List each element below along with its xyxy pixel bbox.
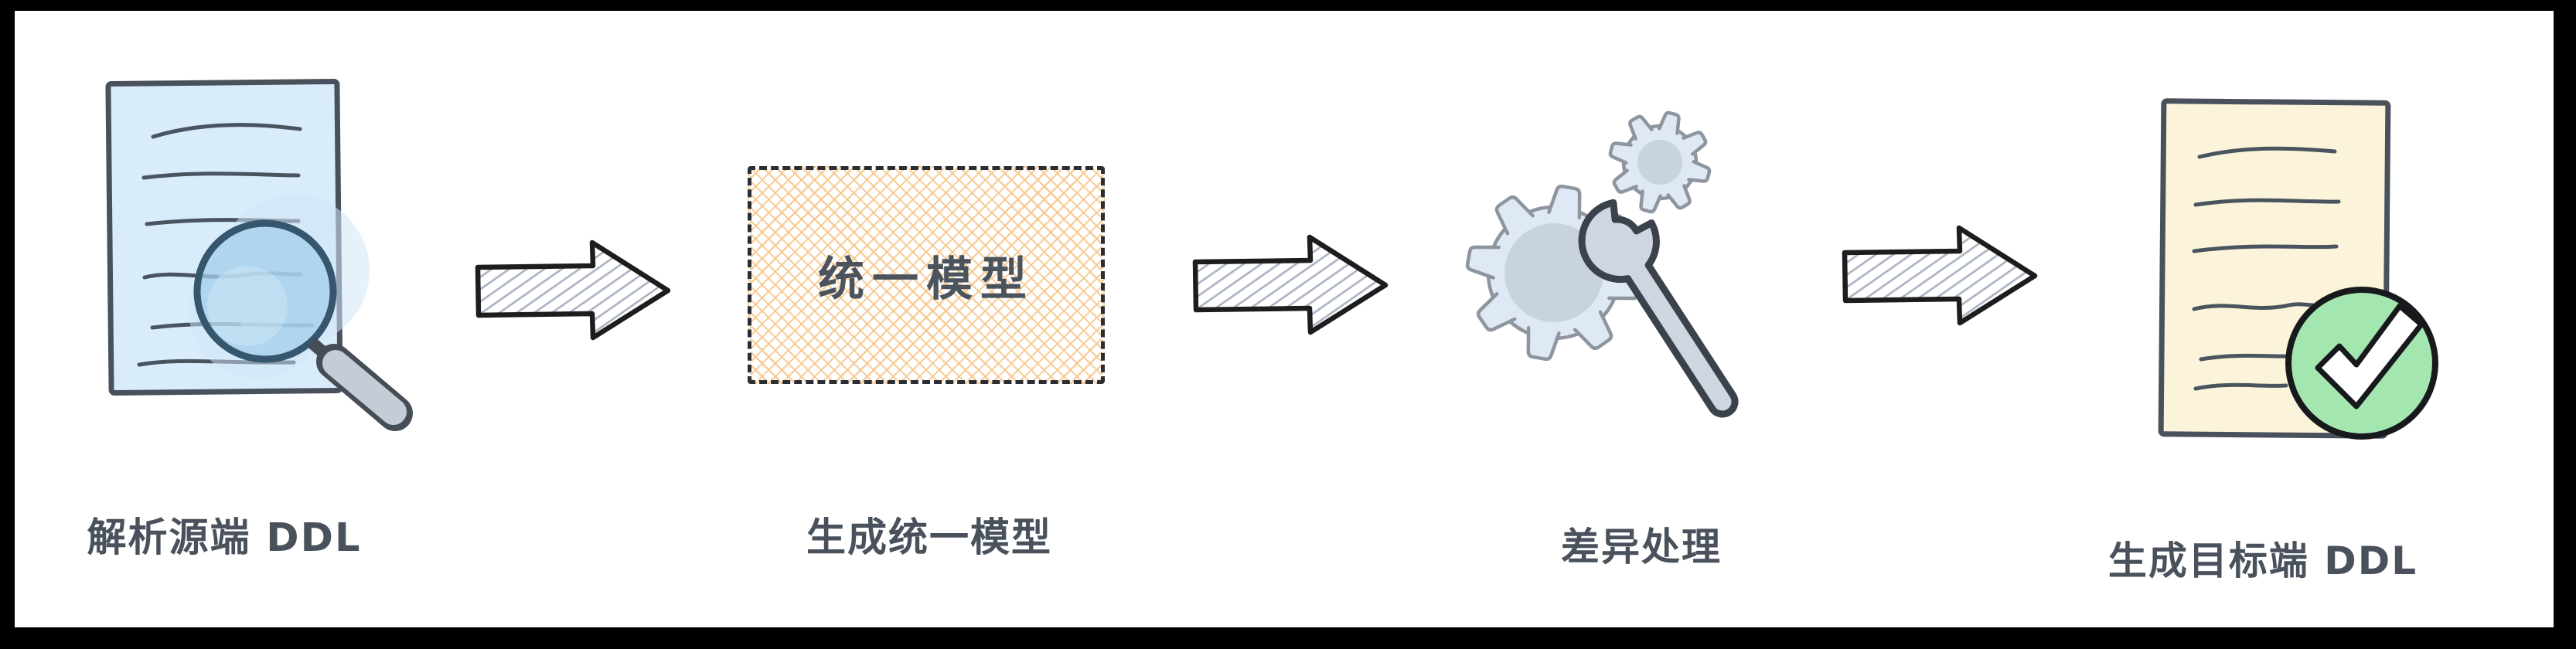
step-label-generate-unified-model: 生成统一模型 [806, 515, 1052, 561]
check-badge-icon [2285, 287, 2438, 440]
step-label-diff-processing: 差异处理 [1561, 525, 1722, 569]
diagram-canvas: 解析源端 DDL 统一模型 生成统一模型 [15, 11, 2554, 627]
document-text-lines [2192, 146, 2341, 391]
document-magnifier-icon [105, 79, 413, 431]
document-check-icon [2158, 98, 2438, 440]
document-icon [2158, 98, 2438, 440]
step-label-parse-source-ddl: 解析源端 DDL [87, 515, 362, 561]
document-icon [105, 79, 413, 431]
gears-wrench-icon [1465, 110, 1739, 418]
gear-large-icon [1465, 184, 1643, 362]
magnifier-icon [189, 195, 413, 431]
unified-model-box-text: 统一模型 [818, 252, 1034, 307]
wrench-icon [1578, 199, 1739, 418]
unified-model-box: 统一模型 [748, 166, 1105, 384]
flow-arrow-icon [1842, 225, 2038, 326]
step-label-generate-target-ddl: 生成目标端 DDL [2107, 539, 2418, 583]
flow-arrow-icon [475, 240, 671, 341]
flow-arrow-icon [1192, 234, 1389, 335]
gear-small-icon [1608, 110, 1712, 214]
